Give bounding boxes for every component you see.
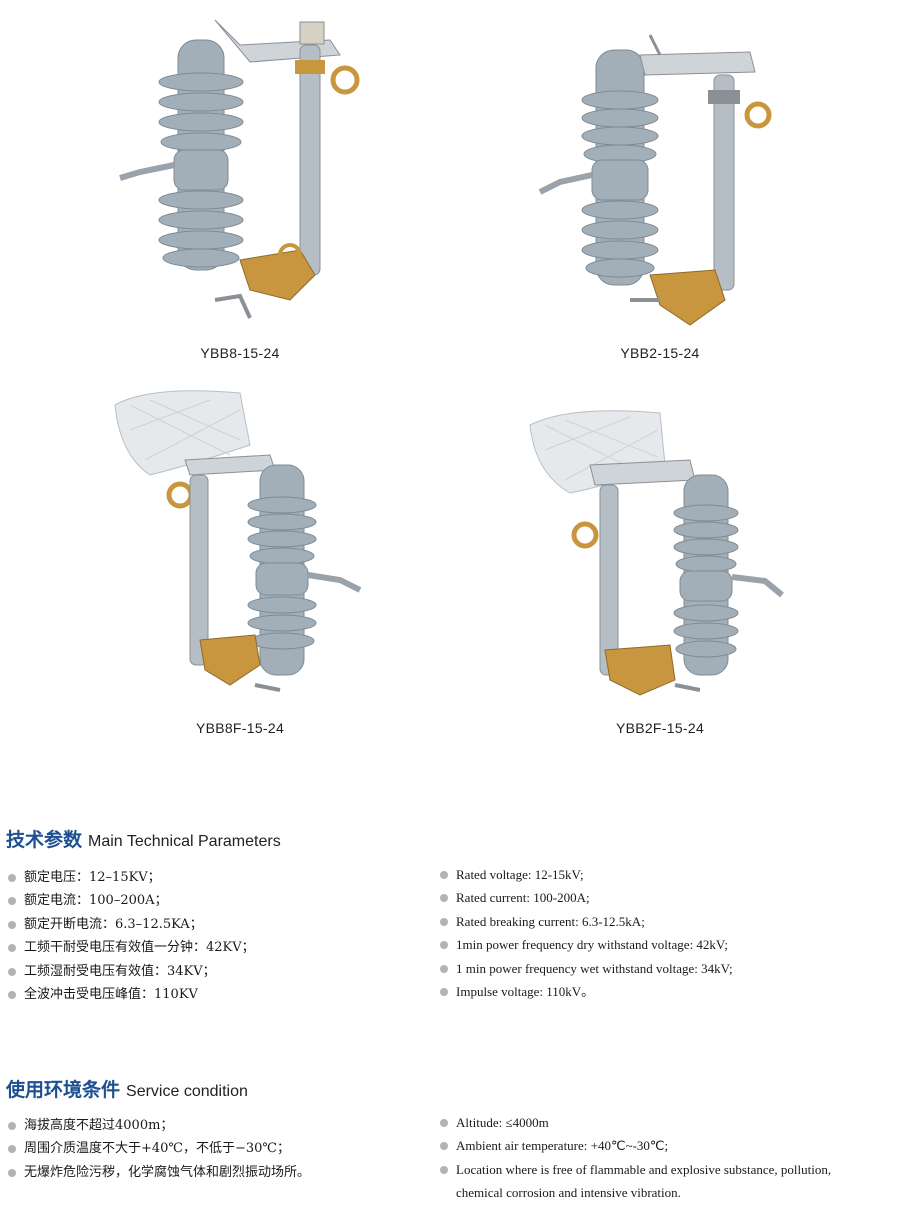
param-item: 1 min power frequency wet withstand volt…	[438, 957, 733, 980]
technical-title-en: Main Technical Parameters	[88, 833, 281, 850]
service-section-title: 使用环境条件 Service condition	[6, 1075, 248, 1102]
param-item: 额定电流：100–200A；	[6, 889, 255, 912]
param-item: 1min power frequency dry withstand volta…	[438, 933, 733, 956]
param-item: 工频湿耐受电压有效值：34KV；	[6, 960, 255, 983]
product-image-ybb2	[510, 0, 810, 330]
technical-title-zh: 技术参数	[6, 829, 83, 851]
technical-section-title: 技术参数 Main Technical Parameters	[6, 825, 281, 852]
param-item: 全波冲击受电压峰值：110KV	[6, 983, 255, 1006]
product-image-ybb2f	[510, 395, 810, 725]
param-item: Impulse voltage: 110kV。	[438, 980, 733, 1003]
product-caption: YBB8-15-24	[200, 345, 280, 361]
product-caption: YBB2F-15-24	[615, 720, 705, 736]
param-item: 额定开断电流：6.3–12.5KA；	[6, 913, 255, 936]
condition-item-continued: chemical corrosion and intensive vibrati…	[456, 1185, 681, 1201]
condition-item: 周围介质温度不大于+40℃，不低于−30℃；	[6, 1137, 310, 1160]
technical-params-en: Rated voltage: 12-15kV; Rated current: 1…	[438, 863, 733, 1003]
condition-item: 海拔高度不超过4000m；	[6, 1114, 310, 1137]
product-caption: YBB2-15-24	[620, 345, 700, 361]
param-item: Rated voltage: 12-15kV;	[438, 863, 733, 886]
product-caption: YBB8F-15-24	[195, 720, 285, 736]
product-image-ybb8	[90, 0, 390, 330]
service-params-zh: 海拔高度不超过4000m； 周围介质温度不大于+40℃，不低于−30℃； 无爆炸…	[6, 1114, 310, 1184]
product-image-ybb8f	[90, 385, 390, 715]
service-title-en: Service condition	[126, 1083, 248, 1100]
condition-item: Location where is free of flammable and …	[438, 1158, 831, 1181]
condition-item: 无爆炸危险污秽，化学腐蚀气体和剧烈振动场所。	[6, 1161, 310, 1184]
condition-item: Altitude: ≤4000m	[438, 1111, 831, 1134]
technical-params-zh: 额定电压：12–15KV； 额定电流：100–200A； 额定开断电流：6.3–…	[6, 866, 255, 1006]
param-item: 额定电压：12–15KV；	[6, 866, 255, 889]
service-title-zh: 使用环境条件	[6, 1079, 121, 1101]
condition-item: Ambient air temperature: +40℃~-30℃;	[438, 1134, 831, 1157]
param-item: Rated current: 100-200A;	[438, 886, 733, 909]
param-item: Rated breaking current: 6.3-12.5kA;	[438, 910, 733, 933]
service-params-en: Altitude: ≤4000m Ambient air temperature…	[438, 1111, 831, 1205]
param-item: 工频干耐受电压有效值一分钟：42KV；	[6, 936, 255, 959]
